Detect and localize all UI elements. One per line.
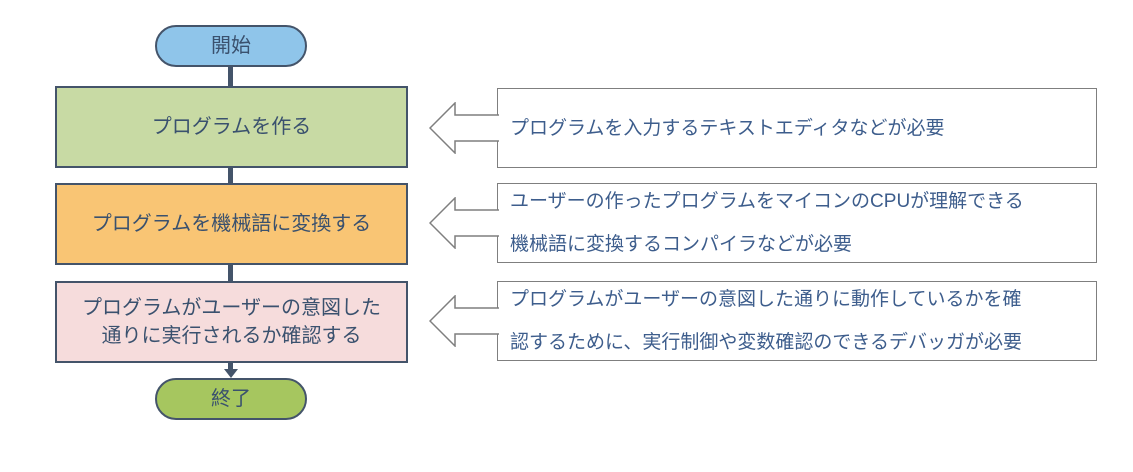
connector-step3-to-end	[228, 362, 233, 370]
callout-text-editor: プログラムを入力するテキストエディタなどが必要	[497, 88, 1097, 168]
callout-debugger: プログラムがユーザーの意図した通りに動作しているかを確 認するために、実行制御や…	[497, 281, 1097, 361]
callout-text: プログラムを入力するテキストエディタなどが必要	[510, 117, 945, 139]
callout-text: ユーザーの作ったプログラムをマイコンのCPUが理解できる 機械語に変換するコンパ…	[510, 191, 1024, 255]
callout-compiler: ユーザーの作ったプログラムをマイコンのCPUが理解できる 機械語に変換するコンパ…	[497, 183, 1097, 263]
callout-text: プログラムがユーザーの意図した通りに動作しているかを確 認するために、実行制御や…	[510, 289, 1023, 353]
flow-node-end: 終了	[155, 378, 307, 420]
connector-step1-to-step2	[228, 167, 233, 184]
block-arrow-left-icon	[429, 197, 499, 249]
flow-node-convert-to-machine-language: プログラムを機械語に変換する	[55, 183, 408, 265]
flow-node-create-program: プログラムを作る	[55, 86, 408, 168]
flow-node-verify-execution: プログラムがユーザーの意図した 通りに実行されるか確認する	[55, 281, 408, 363]
block-arrow-left-icon	[429, 102, 499, 154]
connector-start-to-step1	[228, 66, 233, 87]
flow-node-start: 開始	[155, 25, 307, 67]
arrowhead-down-icon	[223, 369, 238, 378]
connector-step2-to-step3	[228, 264, 233, 282]
block-arrow-left-icon	[429, 295, 499, 347]
